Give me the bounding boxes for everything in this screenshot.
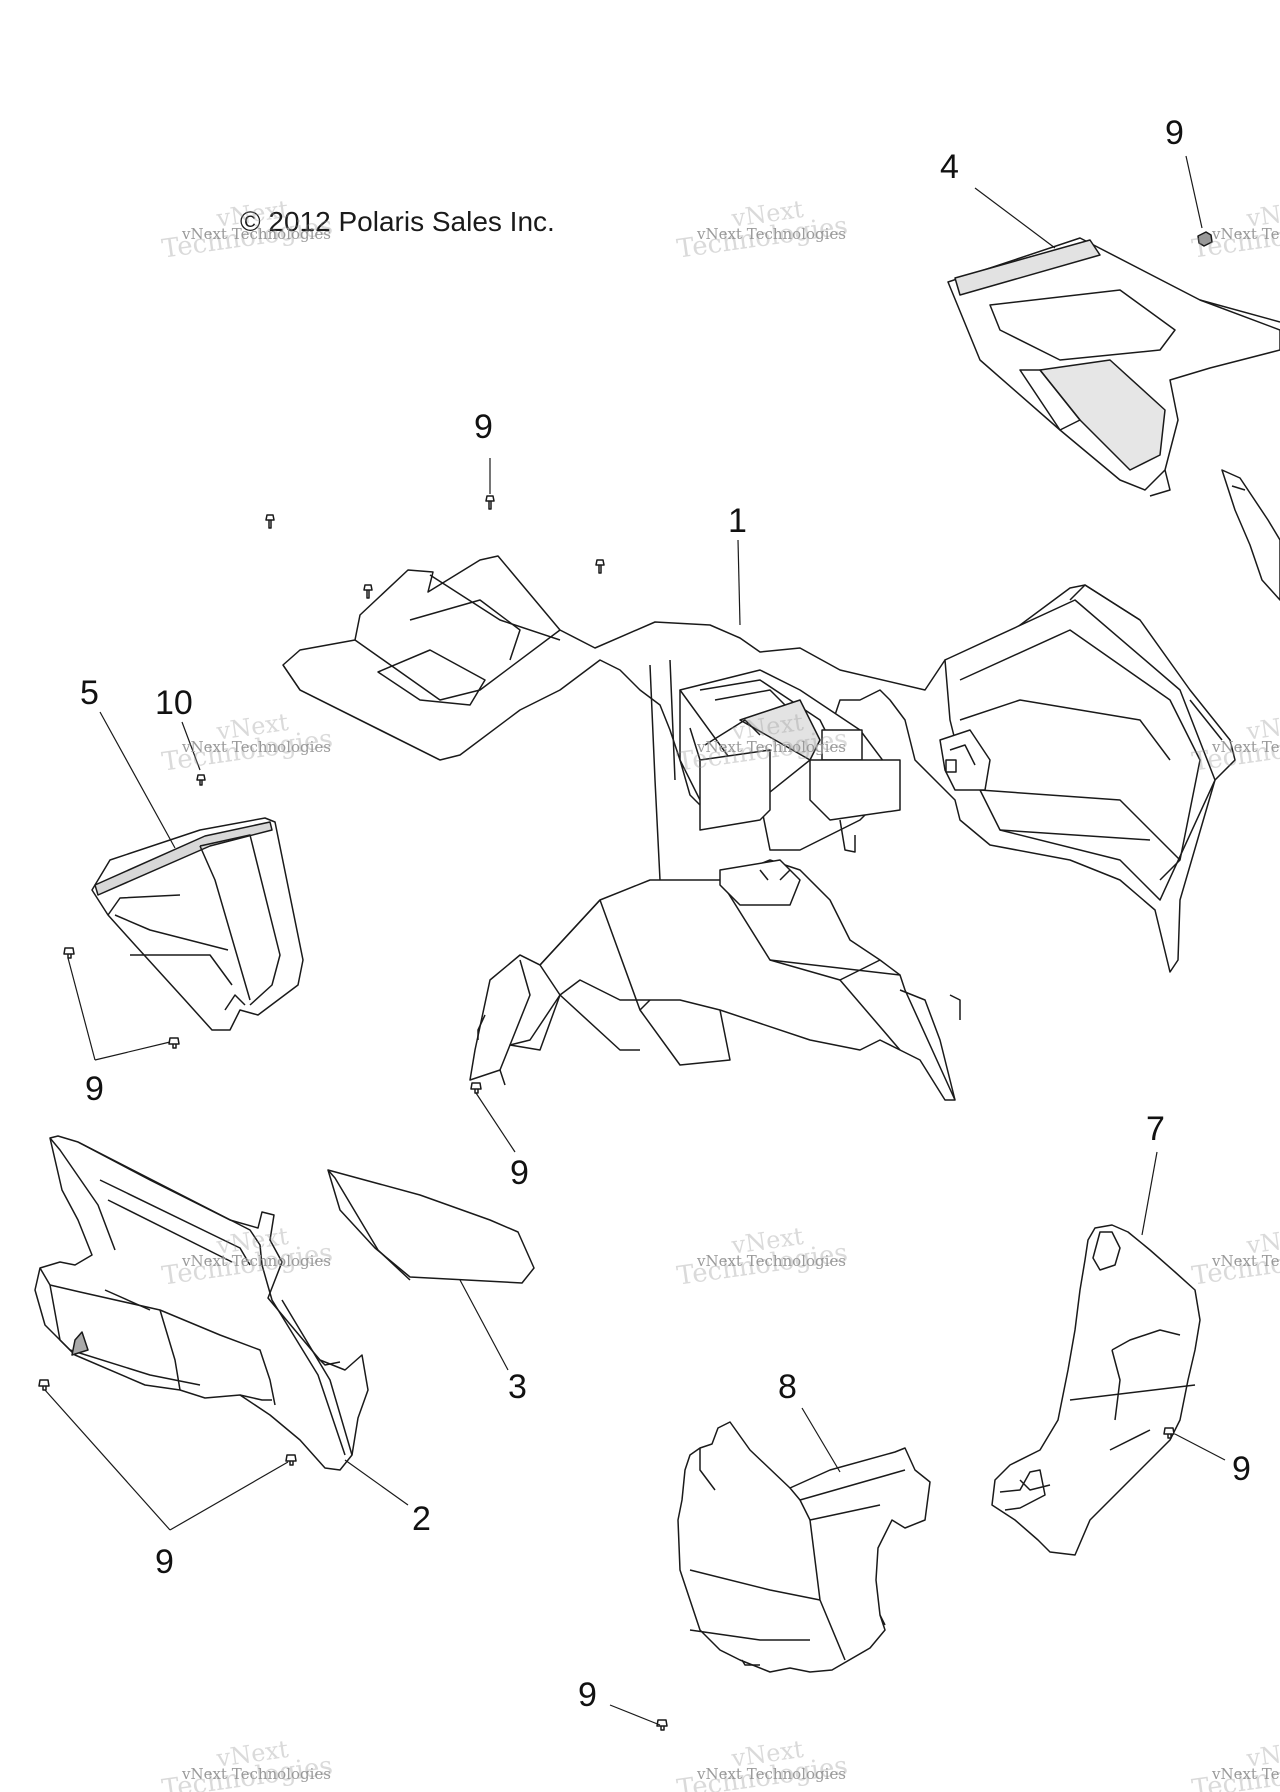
fastener-bolt <box>265 514 275 529</box>
callout-9: 9 <box>510 1154 529 1192</box>
fastener-bolt <box>168 1037 180 1049</box>
callout-9: 9 <box>1232 1450 1251 1488</box>
callout-9: 9 <box>85 1070 104 1108</box>
fastener-bolt <box>1197 231 1213 247</box>
part-2-side-box <box>34 1135 369 1471</box>
callout-9: 9 <box>1165 114 1184 152</box>
callout-10: 10 <box>155 684 193 722</box>
fasteners <box>38 231 1213 1731</box>
part-3-flat-panel <box>327 1169 535 1284</box>
part-4-panel <box>947 237 1280 497</box>
fastener-bolt <box>38 1379 50 1391</box>
fastener-bolt <box>63 947 75 959</box>
callout-8: 8 <box>778 1368 797 1406</box>
leader-lines <box>44 155 1226 1726</box>
callout-7: 7 <box>1146 1110 1165 1148</box>
part-edge-right <box>1221 469 1280 601</box>
callout-4: 4 <box>940 148 959 186</box>
copyright-notice: © 2012 Polaris Sales Inc. <box>240 206 555 237</box>
fastener-bolt <box>285 1454 297 1466</box>
callout-9: 9 <box>474 408 493 446</box>
callout-1: 1 <box>728 502 747 540</box>
fastener-bolt <box>485 495 495 510</box>
fastener-bolt <box>1163 1427 1175 1439</box>
callout-9: 9 <box>155 1543 174 1581</box>
callout-5: 5 <box>80 674 99 712</box>
fastener-bolt <box>196 774 206 786</box>
fastener-bolt <box>363 584 373 599</box>
part-5-side-panel <box>91 817 304 1031</box>
callout-2: 2 <box>412 1500 431 1538</box>
fastener-bolt <box>595 559 605 574</box>
part-8-lower-panel <box>677 1421 931 1673</box>
part-7-right-panel <box>991 1224 1201 1556</box>
part-1-fender <box>282 555 1236 1101</box>
callout-9: 9 <box>578 1676 597 1714</box>
callout-3: 3 <box>508 1368 527 1406</box>
fastener-bolt <box>470 1082 482 1094</box>
